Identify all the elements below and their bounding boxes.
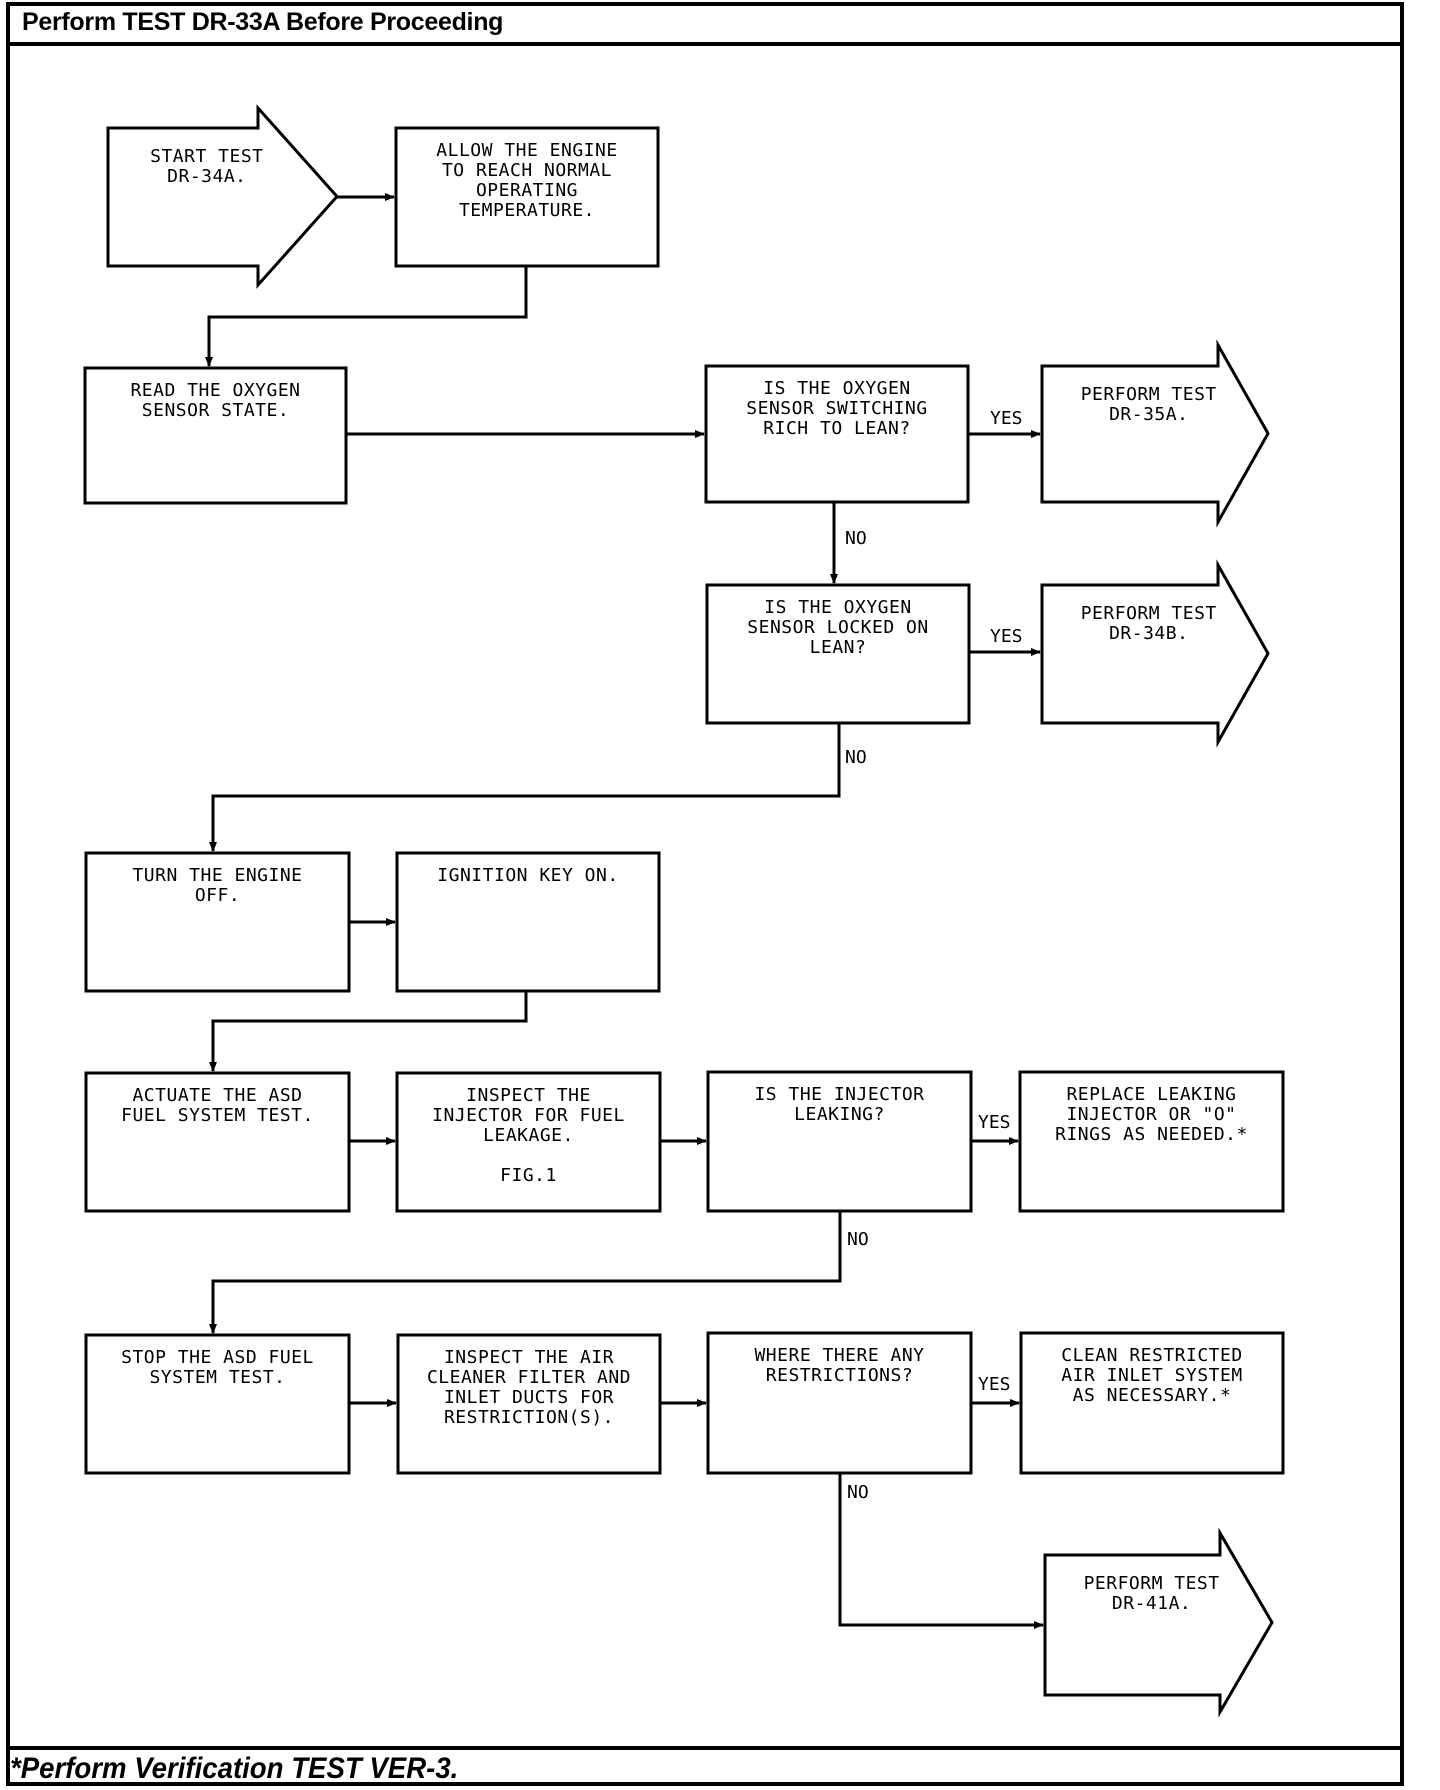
node-text-line: IS THE OXYGEN bbox=[763, 378, 910, 399]
process-box-stop bbox=[84, 1333, 351, 1475]
node-text-line: DR-34A. bbox=[167, 166, 246, 187]
arrow-shape-start bbox=[106, 104, 340, 289]
process-box-actuate bbox=[84, 1071, 351, 1213]
node-text-line: WHERE THERE ANY bbox=[754, 1345, 924, 1366]
node-text-line: RINGS AS NEEDED.* bbox=[1055, 1124, 1248, 1145]
edge-label-yes: YES bbox=[978, 1374, 1011, 1395]
node-text-line: AIR INLET SYSTEM bbox=[1061, 1365, 1242, 1386]
header-bar: Perform TEST DR-33A Before Proceeding bbox=[6, 2, 1404, 46]
process-box-warmup bbox=[394, 126, 660, 268]
node-text-line: TURN THE ENGINE bbox=[132, 865, 302, 886]
node-text-line: IS THE INJECTOR bbox=[754, 1084, 924, 1105]
process-box-read-o2 bbox=[83, 366, 348, 505]
node-text-line: INSPECT THE bbox=[466, 1085, 591, 1106]
node-text-line: SENSOR SWITCHING bbox=[746, 398, 927, 419]
node-text-line: TO REACH NORMAL bbox=[442, 160, 612, 181]
edge-label-no: NO bbox=[845, 747, 867, 768]
connector-q-leak-to-stop bbox=[209, 1211, 842, 1334]
node-text-line: READ THE OXYGEN bbox=[130, 380, 300, 401]
node-text-line: OPERATING bbox=[476, 180, 578, 201]
edge-label-no: NO bbox=[847, 1229, 869, 1250]
edge-label-yes: YES bbox=[990, 626, 1023, 647]
node-text-line: LEAN? bbox=[810, 637, 867, 658]
node-text-line: INJECTOR OR "O" bbox=[1066, 1104, 1236, 1125]
footer-note: *Perform Verification TEST VER-3. bbox=[10, 1752, 459, 1785]
node-text-line: SENSOR LOCKED ON bbox=[747, 617, 928, 638]
node-text-line: FIG.1 bbox=[500, 1165, 557, 1186]
node-text-line: START TEST bbox=[150, 146, 263, 167]
process-box-clean bbox=[1019, 1331, 1285, 1475]
edge-label-no: NO bbox=[845, 528, 867, 549]
edge-label-yes: YES bbox=[978, 1112, 1011, 1133]
node-text-line: IGNITION KEY ON. bbox=[437, 865, 618, 886]
node-text-line: FUEL SYSTEM TEST. bbox=[121, 1105, 314, 1126]
page-frame bbox=[6, 2, 1404, 1786]
node-text-line: RICH TO LEAN? bbox=[763, 418, 910, 439]
node-text-line: DR-41A. bbox=[1112, 1593, 1191, 1614]
node-text-line: CLEAN RESTRICTED bbox=[1061, 1345, 1242, 1366]
node-text-line: PERFORM TEST bbox=[1081, 603, 1217, 624]
node-text-line: PERFORM TEST bbox=[1084, 1573, 1220, 1594]
node-text-line: ALLOW THE ENGINE bbox=[436, 140, 617, 161]
node-text-line: CLEANER FILTER AND bbox=[427, 1367, 631, 1388]
process-box-inspect-inj bbox=[395, 1071, 662, 1213]
node-text-line: OFF. bbox=[195, 885, 240, 906]
connector-warmup-to-read-o2 bbox=[205, 266, 528, 367]
arrow-shape-dr41a bbox=[1043, 1527, 1274, 1718]
node-text-line: INSPECT THE AIR bbox=[444, 1347, 614, 1368]
edge-label-no: NO bbox=[847, 1482, 869, 1503]
edge-label-yes: YES bbox=[990, 408, 1023, 429]
process-box-key-on bbox=[395, 851, 661, 993]
node-text-line: SYSTEM TEST. bbox=[149, 1367, 285, 1388]
decision-box-q-locked bbox=[705, 583, 971, 725]
node-text-line: PERFORM TEST bbox=[1081, 384, 1217, 405]
node-text-line: RESTRICTIONS? bbox=[766, 1365, 913, 1386]
node-text-line: RESTRICTION(S). bbox=[444, 1407, 614, 1428]
node-text-line: LEAKAGE. bbox=[483, 1125, 574, 1146]
node-text-line: IS THE OXYGEN bbox=[764, 597, 911, 618]
node-text-line: LEAKING? bbox=[794, 1104, 885, 1125]
connector-key-on-to-actuate bbox=[209, 991, 528, 1072]
connector-q-restrict-to-dr41a bbox=[838, 1473, 1044, 1629]
node-text-line: AS NECESSARY.* bbox=[1073, 1385, 1232, 1406]
node-text-line: INLET DUCTS FOR bbox=[444, 1387, 614, 1408]
node-text-line: TEMPERATURE. bbox=[459, 200, 595, 221]
page-title: Perform TEST DR-33A Before Proceeding bbox=[22, 8, 504, 36]
connector-q-locked-to-engine-off bbox=[209, 723, 841, 852]
node-text-line: DR-35A. bbox=[1109, 404, 1188, 425]
arrow-shape-dr34b bbox=[1040, 559, 1270, 748]
node-text-line: INJECTOR FOR FUEL bbox=[432, 1105, 625, 1126]
node-text-line: ACTUATE THE ASD bbox=[132, 1085, 302, 1106]
arrow-shape-dr35a bbox=[1040, 339, 1270, 528]
node-key-on: IGNITION KEY ON. bbox=[395, 851, 661, 993]
node-text-line: REPLACE LEAKING bbox=[1066, 1084, 1236, 1105]
node-text-line: DR-34B. bbox=[1109, 623, 1188, 644]
process-box-replace bbox=[1018, 1070, 1285, 1213]
node-text-line: STOP THE ASD FUEL bbox=[121, 1347, 314, 1368]
node-text-line: SENSOR STATE. bbox=[142, 400, 289, 421]
footer-bar: *Perform Verification TEST VER-3. bbox=[6, 1746, 1404, 1786]
process-box-inspect-air bbox=[396, 1333, 662, 1475]
